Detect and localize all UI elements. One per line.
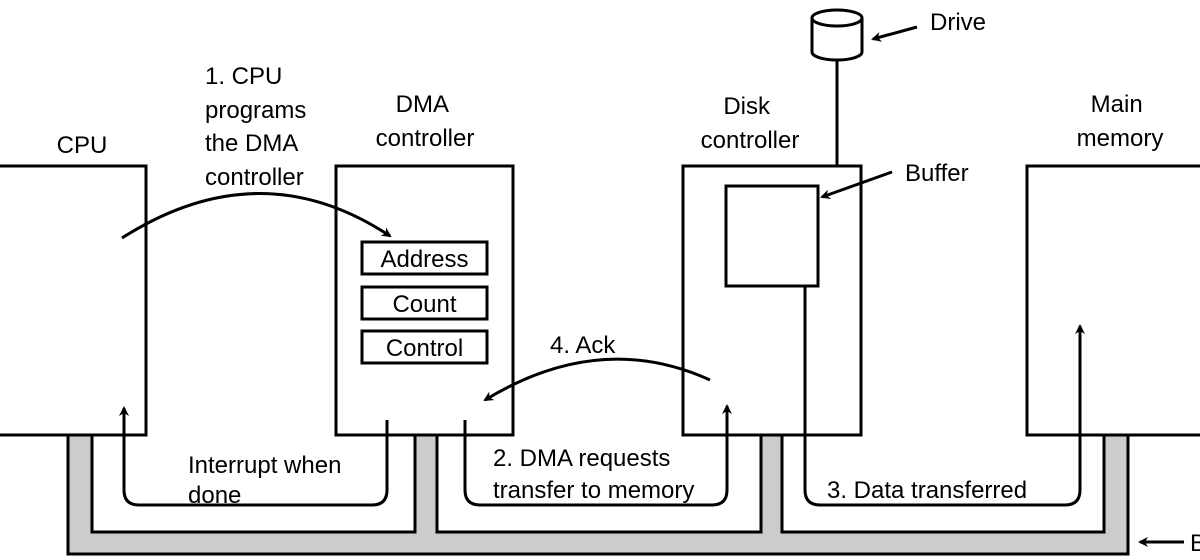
step4-arrow	[483, 357, 711, 402]
step1-label: 1. CPU programs the DMA controller	[205, 63, 313, 191]
interrupt-label: Interrupt when done	[188, 452, 348, 509]
step4-label: 4. Ack	[550, 332, 616, 359]
main-memory-box	[1025, 164, 1200, 437]
cpu-box	[0, 164, 148, 437]
step3-label: 3. Data transferred	[827, 477, 1027, 504]
step1-arrow	[121, 192, 392, 240]
drive-pointer-arrow	[871, 25, 918, 42]
register-count: Count	[360, 285, 489, 321]
register-label: Control	[386, 335, 463, 362]
step3-arrow	[803, 286, 1085, 507]
step2-arrow	[463, 404, 732, 507]
dma-controller-label: DMA controller	[376, 91, 475, 152]
buffer-pointer-arrow	[820, 170, 893, 200]
disk-controller-label: Disk controller	[701, 93, 800, 154]
bus-label: B	[1190, 530, 1200, 557]
step2-label: 2. DMA requests transfer to memory	[493, 445, 694, 504]
cpu-label: CPU	[57, 132, 108, 159]
drive-label: Drive	[930, 9, 986, 36]
drive-cylinder-icon	[810, 8, 864, 62]
interrupt-arrow	[119, 406, 389, 507]
buffer-label: Buffer	[905, 160, 969, 187]
main-memory-label: Main memory	[1077, 91, 1164, 152]
register-address: Address	[360, 240, 489, 276]
register-label: Address	[380, 246, 468, 273]
register-control: Control	[360, 329, 489, 365]
buffer-box	[724, 184, 820, 288]
register-label: Count	[392, 291, 456, 318]
